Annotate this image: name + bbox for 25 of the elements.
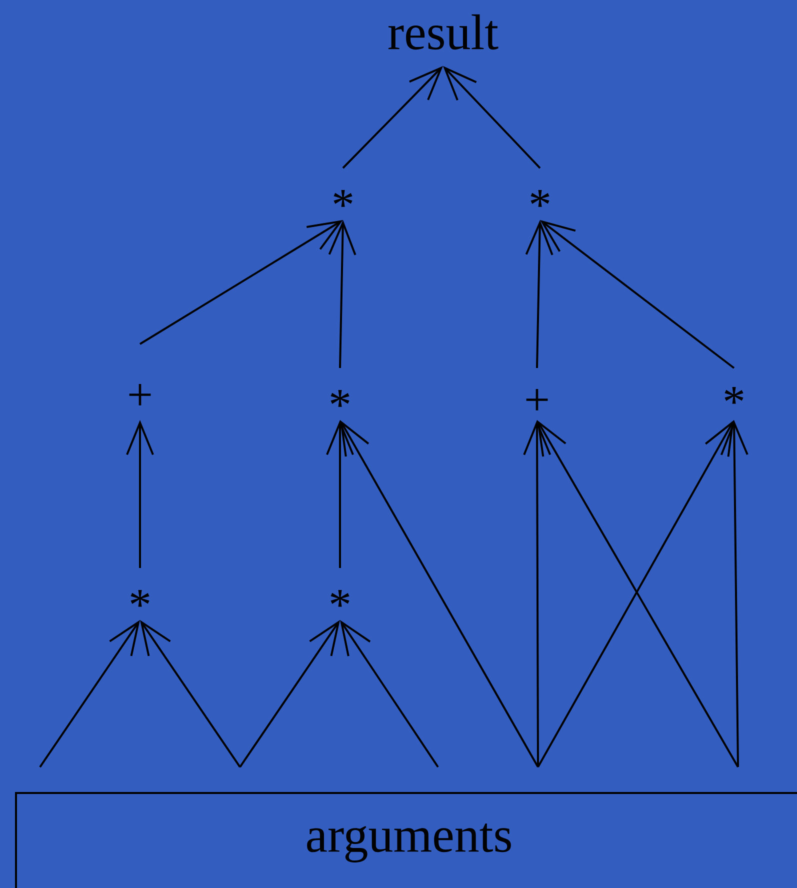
arrow	[139, 220, 343, 345]
operator-symbol: +	[526, 389, 548, 410]
arguments-box: arguments	[15, 792, 797, 888]
arrow	[443, 66, 541, 169]
arrow	[39, 620, 140, 768]
arrow	[326, 420, 354, 568]
arrow	[328, 220, 356, 368]
arrow	[523, 420, 552, 767]
arrow	[525, 220, 554, 368]
arrow	[540, 220, 735, 369]
operator-symbol: +	[129, 384, 151, 406]
arrow	[340, 420, 539, 768]
arrow	[126, 420, 154, 568]
arrow	[340, 620, 439, 768]
operator-symbol: *	[530, 190, 550, 207]
arrow	[342, 66, 443, 169]
result-label: result	[388, 14, 498, 50]
operator-symbol: *	[330, 390, 350, 407]
operator-symbol: *	[334, 190, 352, 207]
operator-symbol: *	[130, 590, 150, 607]
arrow	[140, 620, 241, 768]
operator-symbol: *	[330, 590, 350, 607]
operator-symbol: *	[724, 386, 744, 404]
arrow	[239, 620, 340, 768]
arrow	[720, 420, 748, 768]
